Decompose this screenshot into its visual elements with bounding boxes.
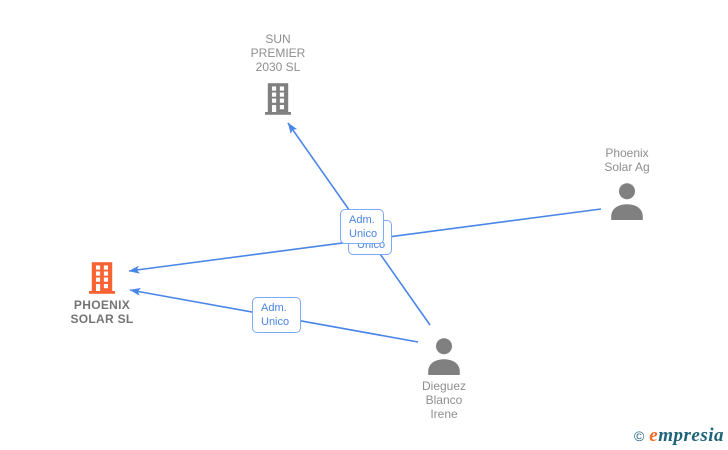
building-icon[interactable] bbox=[265, 83, 291, 115]
node-dieguez-blanco-irene[interactable]: Dieguez Blanco Irene bbox=[404, 338, 484, 421]
node-name-line: Blanco bbox=[425, 393, 463, 407]
person-icon[interactable] bbox=[427, 338, 461, 375]
building-icon[interactable] bbox=[89, 262, 115, 294]
node-phoenix-solar-sl[interactable]: PHOENIX SOLAR SL bbox=[62, 262, 142, 326]
node-name-line: Phoenix bbox=[605, 146, 649, 160]
person-icon[interactable] bbox=[610, 183, 644, 220]
node-name-line: Irene bbox=[430, 407, 458, 421]
edge-label-text: Unico bbox=[261, 316, 290, 328]
edge-label-dieguez-sun-adm-unico: Adm. Unico bbox=[340, 209, 384, 244]
node-label-dieguez-blanco-irene[interactable]: Dieguez Blanco Irene bbox=[422, 379, 466, 421]
node-label-phoenix-solar-ag[interactable]: Phoenix Solar Ag bbox=[604, 146, 649, 174]
edge-label-text: Adm. bbox=[349, 214, 375, 226]
brand-letter-e: e bbox=[649, 425, 659, 446]
node-name-line: 2030 SL bbox=[255, 60, 301, 74]
node-label-phoenix-solar-sl[interactable]: PHOENIX SOLAR SL bbox=[70, 298, 133, 326]
node-name-line: Solar Ag bbox=[604, 160, 650, 174]
node-name-line: PHOENIX bbox=[73, 298, 131, 312]
node-name-line: PREMIER bbox=[250, 46, 306, 60]
edge-label-text: Adm. bbox=[261, 302, 287, 314]
node-phoenix-solar-ag[interactable]: Phoenix Solar Ag bbox=[587, 146, 667, 220]
edge-label-dieguez-sl-adm-unico: Adm. Unico bbox=[252, 297, 301, 333]
brand-wordmark: empresia bbox=[649, 425, 724, 447]
node-sun-premier-2030-sl[interactable]: SUN PREMIER 2030 SL bbox=[238, 32, 318, 115]
node-name-line: SUN bbox=[265, 32, 291, 46]
node-name-line: Dieguez bbox=[421, 379, 467, 393]
edge-label-text: Unico bbox=[349, 228, 378, 240]
node-label-sun-premier[interactable]: SUN PREMIER 2030 SL bbox=[251, 32, 306, 74]
copyright-icon: © bbox=[633, 428, 645, 444]
node-name-line: SOLAR SL bbox=[70, 312, 134, 326]
empresia-logo[interactable]: © empresia bbox=[634, 425, 724, 447]
brand-rest: mpresia bbox=[658, 425, 724, 446]
